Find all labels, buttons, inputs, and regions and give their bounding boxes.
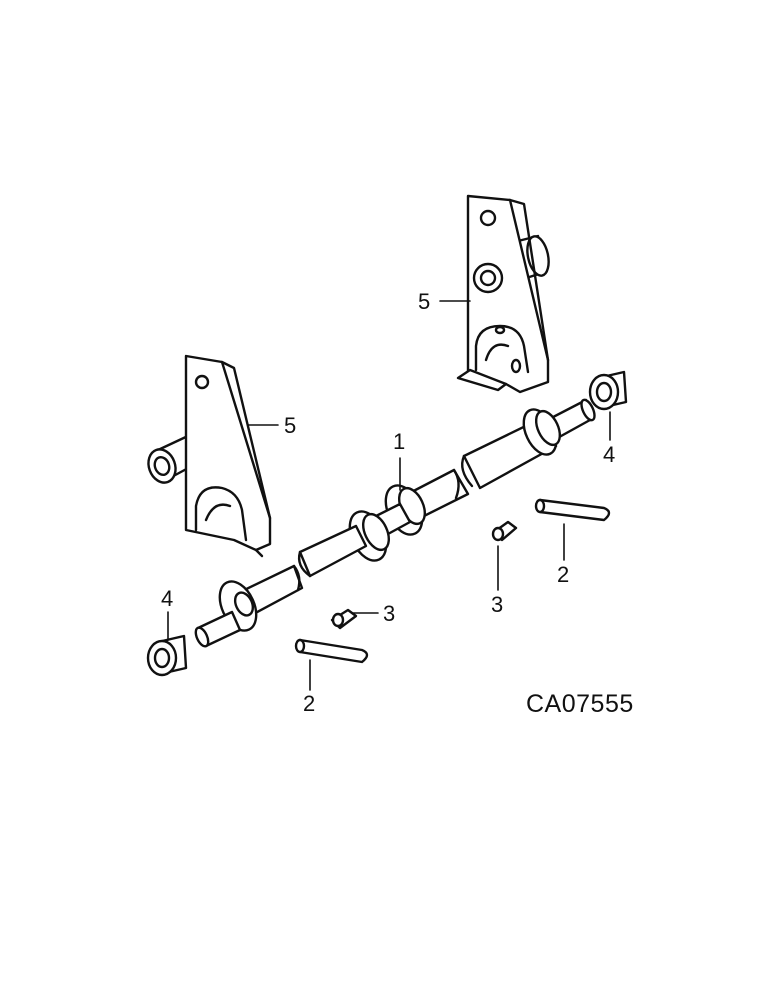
callout-clip-left: 3 <box>383 601 395 626</box>
callout-pin-right: 2 <box>557 562 569 587</box>
clip-right <box>491 520 518 542</box>
bracket-right <box>456 194 550 394</box>
bracket-left <box>147 354 272 558</box>
callout-bracket-right: 5 <box>418 289 430 314</box>
clip-left <box>330 608 358 630</box>
collar-left <box>146 634 188 677</box>
figure-code: CA07555 <box>526 690 634 718</box>
shaft <box>194 398 596 648</box>
callout-collar-right: 4 <box>603 442 615 467</box>
callout-bracket-left: 5 <box>284 413 296 438</box>
collar-right <box>588 370 628 411</box>
callout-pin-left: 2 <box>303 691 315 716</box>
callout-shaft: 1 <box>393 429 405 454</box>
pin-left <box>294 638 369 664</box>
callout-clip-right: 3 <box>491 592 503 617</box>
callout-collar-left: 4 <box>161 586 173 611</box>
pin-right <box>534 498 611 522</box>
